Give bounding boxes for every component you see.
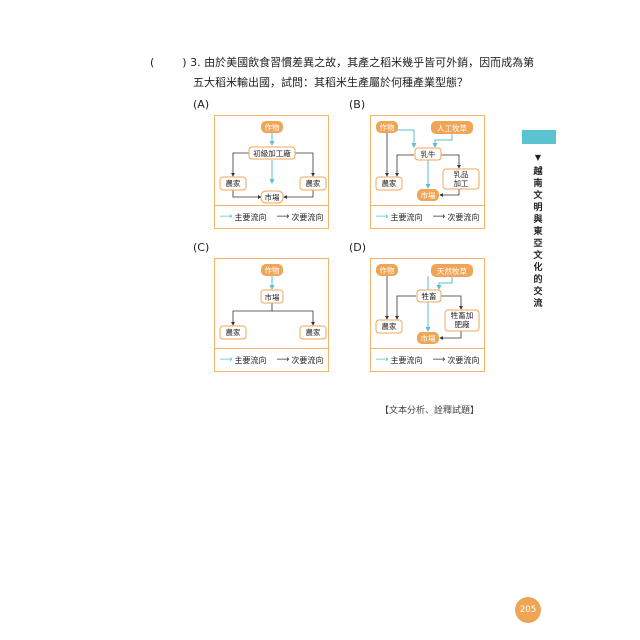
node-farmer: 農家 [382, 321, 397, 331]
legend-secondary: 次要流向 [291, 355, 324, 365]
page-number: 205 [515, 597, 541, 623]
node-market: 市場 [421, 190, 436, 200]
legend-secondary: 次要流向 [291, 212, 324, 222]
answer-paren-open[interactable]: ( [150, 56, 155, 69]
diagram-d-flow: 作物 天然牧草 牲畜 農家 牲畜加肥廠 市場 [375, 264, 480, 344]
legend-secondary: 次要流向 [447, 212, 480, 222]
diagram-a: 作物 初級加工廠 農家 市場 農家 ⟶主要流向 ⟶次要流向 [214, 115, 329, 229]
diagram-d-legend: ⟶主要流向 ⟶次要流向 [371, 348, 484, 371]
secondary-flow-arrow-icon: ⟶ [432, 355, 446, 365]
diagram-c-legend: ⟶主要流向 ⟶次要流向 [215, 348, 328, 371]
node-farmer-right: 農家 [306, 327, 321, 337]
node-farmer: 農家 [382, 178, 397, 188]
legend-main: 主要流向 [390, 212, 423, 222]
node-farmer-right: 農家 [306, 178, 321, 188]
option-a-label[interactable]: (A) [193, 98, 210, 111]
main-flow-arrow-icon: ⟶ [219, 212, 233, 222]
node-market: 市場 [265, 292, 280, 302]
node-natural-pasture: 天然牧草 [437, 266, 467, 276]
main-flow-arrow-icon: ⟶ [375, 355, 389, 365]
option-d-label[interactable]: (D) [349, 241, 367, 254]
option-c-label[interactable]: (C) [193, 241, 210, 254]
secondary-flow-arrow-icon: ⟶ [276, 212, 290, 222]
legend-secondary: 次要流向 [447, 355, 480, 365]
node-fattening-factory: 牲畜加肥廠 [450, 311, 474, 329]
node-dairy-factory: 乳品加工廠 [453, 170, 469, 189]
question-text-1: 由於美國飲食習慣差異之故，其產之稻米幾乎皆可外銷，因而成為第 [204, 56, 535, 69]
diagram-a-flow: 作物 初級加工廠 農家 市場 農家 [219, 121, 327, 204]
node-crop: 作物 [380, 122, 395, 132]
node-crop: 作物 [380, 265, 395, 275]
node-artificial-pasture: 人工牧草 [437, 123, 467, 133]
diagram-b: 作物 人工牧草 乳牛 農家 乳品加工廠 市場 ⟶主要流向 ⟶次要流向 [370, 115, 485, 229]
diagram-a-legend: ⟶主要流向 ⟶次要流向 [215, 205, 328, 228]
node-farmer-left: 農家 [226, 327, 241, 337]
question-text-2: 五大稻米輸出國，試問：其稻米生產屬於何種產業型態？ [193, 76, 468, 89]
node-crop: 作物 [265, 122, 280, 132]
secondary-flow-arrow-icon: ⟶ [432, 212, 446, 222]
diagram-c: 作物 市場 農家 農家 ⟶主要流向 ⟶次要流向 [214, 258, 329, 372]
legend-main: 主要流向 [234, 355, 267, 365]
answer-paren-close: ) [182, 56, 187, 69]
diagram-d: 作物 天然牧草 牲畜 農家 牲畜加肥廠 市場 ⟶主要流向 ⟶次要流向 [370, 258, 485, 372]
option-b-label[interactable]: (B) [349, 98, 366, 111]
chapter-title-text: 越南文明與東亞文化的交流 [533, 167, 543, 309]
main-flow-arrow-icon: ⟶ [219, 355, 233, 365]
legend-main: 主要流向 [234, 212, 267, 222]
diagram-b-legend: ⟶主要流向 ⟶次要流向 [371, 205, 484, 228]
question-source-tag: 【文本分析、詮釋試題】 [380, 406, 480, 416]
node-livestock: 牲畜 [422, 291, 437, 301]
question-line-1: () 3. 由於美國飲食習慣差異之故，其產之稻米幾乎皆可外銷，因而成為第 [150, 52, 534, 74]
node-crop: 作物 [265, 265, 280, 275]
chapter-title: ▼ 越南文明與東亞文化的交流 [531, 152, 545, 310]
diagram-b-flow: 作物 人工牧草 乳牛 農家 乳品加工廠 市場 [375, 121, 480, 201]
chapter-tab [522, 130, 556, 144]
main-flow-arrow-icon: ⟶ [375, 212, 389, 222]
node-dairy-cattle: 乳牛 [421, 149, 436, 159]
secondary-flow-arrow-icon: ⟶ [276, 355, 290, 365]
question-number: 3. [190, 56, 201, 69]
legend-main: 主要流向 [390, 355, 423, 365]
node-market: 市場 [421, 333, 436, 343]
node-market: 市場 [265, 192, 280, 202]
diagram-c-flow: 作物 市場 農家 農家 [219, 264, 327, 340]
node-farmer-left: 農家 [226, 178, 241, 188]
node-primary-factory: 初級加工廠 [253, 148, 291, 158]
triangle-down-icon: ▼ [534, 153, 542, 162]
